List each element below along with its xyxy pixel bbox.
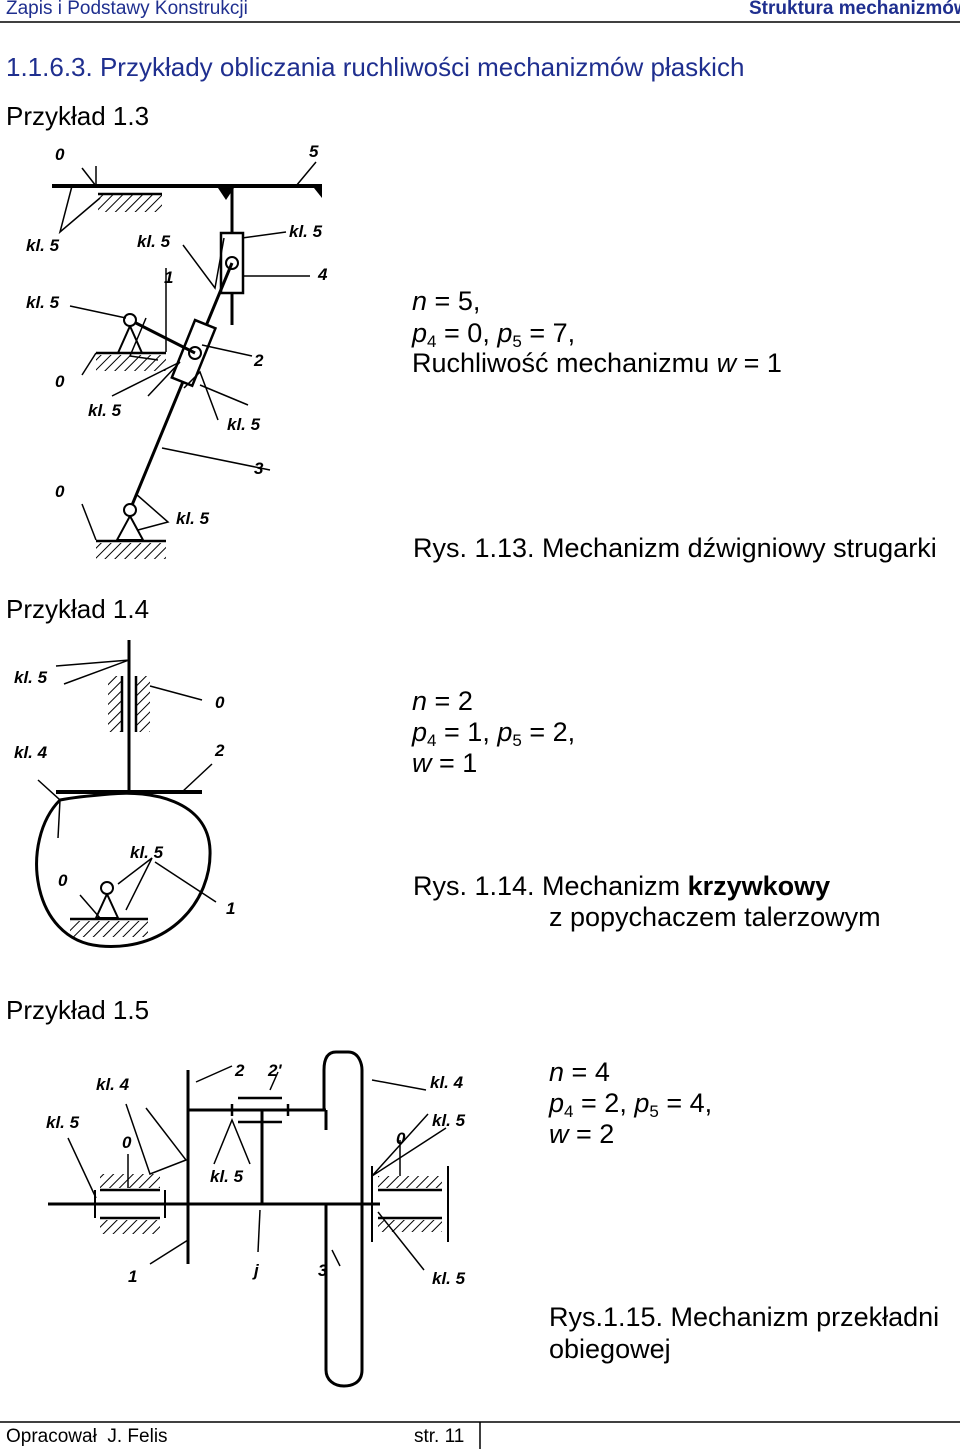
figure-1-13 bbox=[52, 161, 322, 559]
label: kl. 4 bbox=[14, 743, 48, 762]
label: kl. 5 bbox=[88, 401, 122, 420]
label: kl. 5 bbox=[432, 1269, 466, 1288]
label: kl. 4 bbox=[96, 1075, 130, 1094]
label: 2 bbox=[253, 351, 264, 370]
label: 0 bbox=[396, 1129, 406, 1148]
ex14-caption-line1: Rys. 1.14. Mechanizm krzywkowy bbox=[413, 871, 831, 901]
ex13-caption: Rys. 1.13. Mechanizm dźwigniowy strugark… bbox=[413, 533, 937, 563]
label: kl. 5 bbox=[26, 293, 60, 312]
label: kl. 5 bbox=[227, 415, 261, 434]
label: kl. 5 bbox=[176, 509, 210, 528]
ex15-eq-w: w = 2 bbox=[549, 1119, 615, 1149]
label: 0 bbox=[55, 145, 65, 164]
label: 4 bbox=[317, 265, 328, 284]
ex15-eq-p: p4 = 2, p5 = 4, bbox=[549, 1088, 713, 1121]
header-left: Zapis i Podstawy Konstrukcji bbox=[6, 0, 248, 19]
label: 0 bbox=[55, 372, 65, 391]
label: 2 bbox=[214, 741, 225, 760]
example-2-title: Przykład 1.4 bbox=[6, 594, 150, 624]
ex14-eq-p: p4 = 1, p5 = 2, bbox=[412, 717, 576, 750]
footer-author: Opracował J. Felis bbox=[6, 1426, 168, 1447]
ex13-eq-p: p4 = 0, p5 = 7, bbox=[412, 318, 576, 351]
label: 2' bbox=[267, 1061, 282, 1080]
label: kl. 5 bbox=[210, 1167, 244, 1186]
label: 1 bbox=[164, 268, 173, 287]
example-3-title: Przykład 1.5 bbox=[6, 995, 150, 1025]
label: 2 bbox=[234, 1061, 245, 1080]
label: 1 bbox=[226, 899, 235, 918]
label: 0 bbox=[55, 482, 65, 501]
label: kl. 5 bbox=[46, 1113, 80, 1132]
ex15-caption-line1: Rys.1.15. Mechanizm przekładni bbox=[549, 1302, 940, 1332]
label: 3 bbox=[254, 459, 264, 478]
label: 0 bbox=[215, 693, 225, 712]
header-right: Struktura mechanizmów bbox=[749, 0, 960, 19]
ex14-caption-line2: z popychaczem talerzowym bbox=[549, 902, 881, 932]
label: 0 bbox=[122, 1133, 132, 1152]
ex13-eq-n: n = 5, bbox=[412, 286, 481, 316]
ex14-eq-n: n = 2 bbox=[412, 686, 473, 716]
label: kl. 5 bbox=[432, 1111, 466, 1130]
label: kl. 5 bbox=[130, 843, 164, 862]
label: j bbox=[252, 1261, 260, 1280]
label: kl. 5 bbox=[289, 222, 323, 241]
label: kl. 4 bbox=[430, 1073, 464, 1092]
label: 1 bbox=[128, 1267, 137, 1286]
ex13-eq-w: Ruchliwość mechanizmu w = 1 bbox=[412, 348, 782, 378]
figure-1-14 bbox=[35, 640, 217, 948]
label: 0 bbox=[58, 871, 68, 890]
figure-1-15 bbox=[48, 1050, 449, 1388]
label: kl. 5 bbox=[26, 236, 60, 255]
figure-1-15-labels: 2 2' kl. 4 kl. 4 kl. 5 kl. 5 0 0 kl. 5 1… bbox=[46, 1061, 466, 1288]
section-title: 1.1.6.3. Przykłady obliczania ruchliwośc… bbox=[6, 52, 745, 82]
figure-1-13-labels: 0 5 kl. 5 kl. 5 kl. 5 1 4 kl. 5 0 2 kl. … bbox=[26, 142, 328, 528]
ex15-eq-n: n = 4 bbox=[549, 1057, 610, 1087]
figure-1-14-labels: kl. 5 0 kl. 4 2 kl. 5 0 1 bbox=[14, 668, 235, 918]
example-1-title: Przykład 1.3 bbox=[6, 101, 150, 131]
label: 5 bbox=[309, 142, 319, 161]
footer-page-number: str. 11 bbox=[414, 1426, 465, 1447]
label: kl. 5 bbox=[137, 232, 171, 251]
ex14-eq-w: w = 1 bbox=[412, 748, 478, 778]
label: kl. 5 bbox=[14, 668, 48, 687]
label: 3 bbox=[318, 1261, 328, 1280]
ex15-caption-line2: obiegowej bbox=[549, 1334, 671, 1364]
